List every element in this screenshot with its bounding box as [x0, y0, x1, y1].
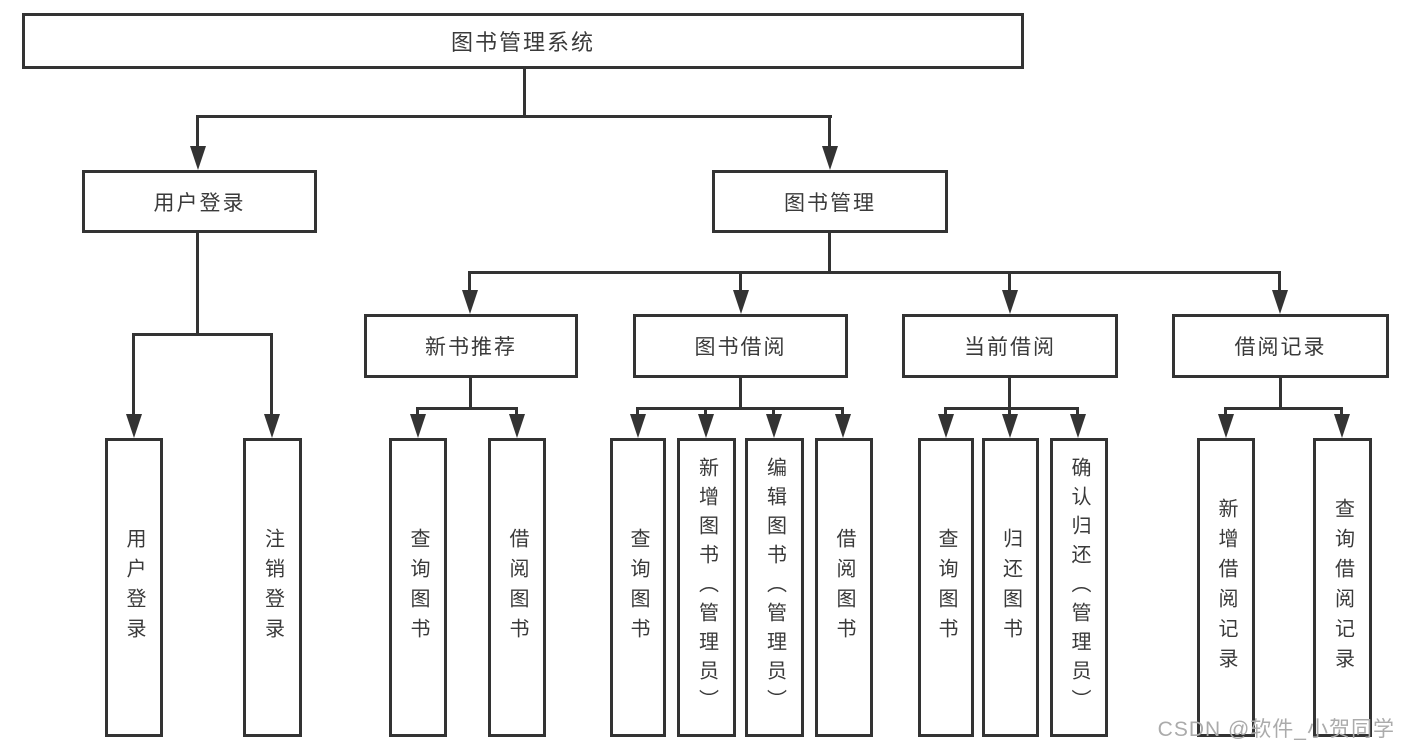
leaf-query-books-current-label: 查询图书	[935, 527, 957, 648]
connector-borrow-record-split	[1224, 407, 1343, 410]
leaf-query-books-recommend: 查询图书	[389, 438, 447, 737]
arrow-down-icon	[1218, 414, 1234, 438]
connector-user-login-stub	[196, 231, 199, 335]
leaf-return-book-label: 归还图书	[999, 527, 1022, 648]
leaf-logout: 注销登录	[243, 438, 302, 737]
leaf-add-book-admin: 新增图书（管理员）	[677, 438, 736, 737]
leaf-borrow-books: 借阅图书	[815, 438, 873, 737]
connector-current-borrow-split	[944, 407, 1079, 410]
node-current-borrow: 当前借阅	[902, 314, 1118, 378]
connector-arrow-stem	[416, 407, 419, 416]
connector-arrow-stem	[636, 407, 639, 416]
connector-root-stub	[523, 66, 526, 118]
leaf-add-book-admin-label: 新增图书（管理员）	[695, 457, 718, 718]
connector-arrow-stem	[772, 407, 775, 416]
connector-borrow-record-stub	[1279, 376, 1282, 410]
connector-arrow-stem	[704, 407, 707, 416]
arrow-down-icon	[126, 414, 142, 438]
node-new-book-recommend-label: 新书推荐	[425, 336, 517, 359]
node-book-management: 图书管理	[712, 170, 948, 233]
node-book-borrow-label: 图书借阅	[694, 336, 787, 359]
connector-arrow-stem	[828, 115, 831, 148]
node-user-login-label: 用户登录	[153, 191, 246, 215]
leaf-borrow-books-recommend-label: 借阅图书	[506, 527, 528, 648]
connector-arrow-stem	[1340, 407, 1343, 416]
connector-book-borrow-split	[636, 407, 844, 410]
connector-arrow-stem	[468, 271, 471, 292]
arrow-down-icon	[835, 414, 851, 438]
leaf-query-books-current: 查询图书	[918, 438, 974, 737]
connector-new-book-stub	[469, 376, 472, 410]
leaf-add-borrow-record-label: 新增借阅记录	[1215, 497, 1237, 678]
connector-arrow-stem	[196, 115, 199, 148]
node-current-borrow-label: 当前借阅	[964, 336, 1056, 359]
arrow-down-icon	[410, 414, 426, 438]
connector-new-book-split	[417, 407, 518, 410]
leaf-query-books-borrow: 查询图书	[610, 438, 666, 737]
node-book-borrow: 图书借阅	[633, 314, 848, 378]
arrow-down-icon	[1002, 290, 1018, 314]
leaf-add-borrow-record: 新增借阅记录	[1197, 438, 1255, 737]
leaf-confirm-return-admin-label: 确认归还（管理员）	[1068, 457, 1090, 718]
node-user-login: 用户登录	[82, 170, 317, 233]
leaf-logout-label: 注销登录	[261, 527, 284, 648]
leaf-return-book: 归还图书	[982, 438, 1039, 737]
connector-current-borrow-stub	[1008, 376, 1011, 410]
connector-arrow-stem	[515, 407, 518, 416]
arrow-down-icon	[190, 146, 206, 170]
connector-book-mgmt-stub	[828, 231, 831, 274]
connector-arrow-stem	[1076, 407, 1079, 416]
arrow-down-icon	[1070, 414, 1086, 438]
arrow-down-icon	[462, 290, 478, 314]
arrow-down-icon	[1334, 414, 1350, 438]
node-borrow-records: 借阅记录	[1172, 314, 1389, 378]
leaf-query-borrow-record: 查询借阅记录	[1313, 438, 1372, 737]
connector-arrow-stem	[739, 271, 742, 292]
connector-arrow-stem	[132, 333, 135, 416]
connector-level3-split	[468, 271, 1281, 274]
connector-arrow-stem	[841, 407, 844, 416]
leaf-query-books-recommend-label: 查询图书	[407, 527, 429, 648]
leaf-query-books-borrow-label: 查询图书	[627, 527, 649, 648]
leaf-edit-book-admin-label: 编辑图书（管理员）	[763, 457, 786, 718]
leaf-user-login: 用户登录	[105, 438, 163, 737]
node-book-management-label: 图书管理	[784, 191, 876, 215]
arrow-down-icon	[1002, 414, 1018, 438]
connector-level2-split	[197, 115, 832, 118]
arrow-down-icon	[1272, 290, 1288, 314]
arrow-down-icon	[766, 414, 782, 438]
arrow-down-icon	[822, 146, 838, 170]
leaf-user-login-label: 用户登录	[123, 527, 145, 648]
connector-arrow-stem	[944, 407, 947, 416]
leaf-query-borrow-record-label: 查询借阅记录	[1331, 497, 1354, 678]
arrow-down-icon	[509, 414, 525, 438]
connector-arrow-stem	[1008, 271, 1011, 292]
node-library-system: 图书管理系统	[22, 13, 1024, 69]
node-library-system-label: 图书管理系统	[450, 30, 595, 55]
csdn-watermark: CSDN @软件_小贺同学	[1157, 718, 1395, 741]
node-new-book-recommend: 新书推荐	[364, 314, 578, 378]
connector-user-login-split	[132, 333, 273, 336]
connector-book-borrow-stub	[739, 376, 742, 410]
arrow-down-icon	[733, 290, 749, 314]
connector-arrow-stem	[1278, 271, 1281, 292]
connector-arrow-stem	[270, 333, 273, 416]
arrow-down-icon	[630, 414, 646, 438]
arrow-down-icon	[698, 414, 714, 438]
arrow-down-icon	[938, 414, 954, 438]
leaf-edit-book-admin: 编辑图书（管理员）	[745, 438, 804, 737]
leaf-borrow-books-recommend: 借阅图书	[488, 438, 546, 737]
connector-arrow-stem	[1224, 407, 1227, 416]
node-borrow-records-label: 借阅记录	[1234, 336, 1327, 359]
leaf-borrow-books-label: 借阅图书	[833, 527, 855, 648]
connector-arrow-stem	[1008, 407, 1011, 416]
arrow-down-icon	[264, 414, 280, 438]
leaf-confirm-return-admin: 确认归还（管理员）	[1050, 438, 1108, 737]
